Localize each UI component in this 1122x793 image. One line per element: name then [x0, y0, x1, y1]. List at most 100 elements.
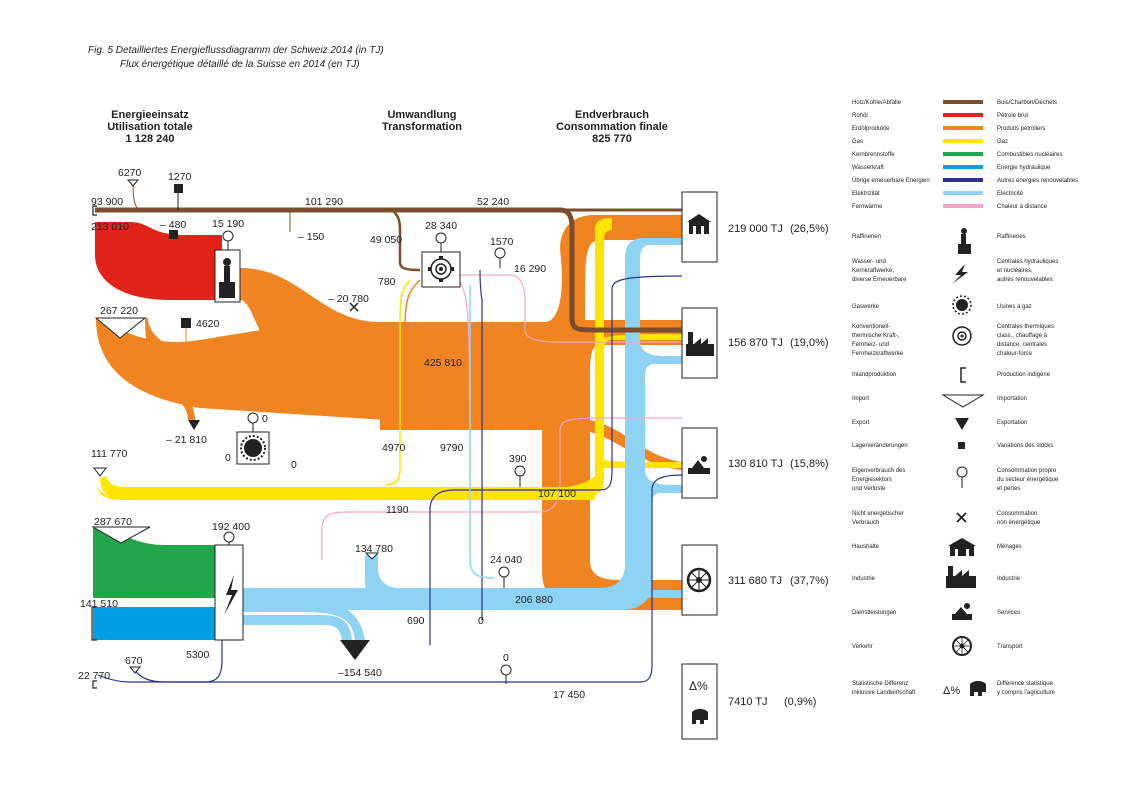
sector-label-0: 219 000 TJ (26,5%) — [728, 223, 829, 235]
sector-label-4: 7410 TJ (0,9%) — [728, 696, 816, 708]
flow-district-heat-2 — [321, 417, 682, 560]
legend-label-fr: Combustibles nucléaires — [997, 152, 1062, 158]
sector-value: 219 000 TJ — [728, 223, 783, 235]
flow-electricity-import — [365, 555, 400, 610]
thermal-plant-icon — [952, 326, 972, 346]
lightning-icon — [224, 575, 238, 615]
factory-icon — [686, 332, 714, 356]
flow-hydro — [93, 607, 215, 640]
header-transform-fr: Transformation — [382, 121, 462, 133]
import-icon — [364, 552, 380, 560]
flow-nuclear — [93, 528, 215, 598]
pin-icon — [514, 465, 526, 487]
symbol-legend-fr: Usines à gaz — [997, 304, 1032, 310]
symbol-legend-de: Dienstleistungen — [852, 610, 896, 616]
flow-label: 670 — [125, 655, 143, 667]
sector-share: (19,0%) — [790, 337, 829, 349]
flow-label: 267 220 — [100, 305, 138, 317]
flow-label: 213 010 — [91, 221, 129, 233]
legend-label-fr: Autres énergies renouvelables — [997, 178, 1078, 184]
stock-line — [164, 238, 174, 266]
flow-gas-trunk — [100, 476, 595, 500]
import-icon — [91, 526, 151, 544]
flow-label: 690 — [407, 615, 425, 627]
export-icon — [188, 420, 200, 430]
flow-label: 22 770 — [78, 670, 110, 682]
lightning-icon — [952, 264, 968, 284]
flow-label: 49 050 — [370, 234, 402, 246]
legend-label-de: Holz/Kohle/Abfälle — [852, 100, 902, 106]
square-icon — [174, 184, 183, 193]
delta-cow-icon — [692, 709, 708, 724]
pin-icon — [247, 412, 259, 432]
flow-label: 4620 — [196, 318, 220, 330]
delta-cow-icon — [970, 681, 986, 696]
symbol-legend-de: Lagerveränderungen — [852, 443, 908, 449]
sector-share: (0,9%) — [784, 696, 816, 708]
flow-label: – 150 — [298, 231, 324, 243]
nodes — [91, 179, 526, 689]
bracket-icon — [92, 680, 97, 689]
sector-boxes: Δ% 219 000 TJ (26,5%) 156 870 TJ (19,0%)… — [681, 191, 829, 740]
flow-label: 0 — [291, 459, 297, 471]
import-icon — [128, 666, 142, 674]
wheel-icon — [686, 567, 712, 593]
symbol-legend-fr: Raffineries — [997, 234, 1026, 240]
sector-value: 7410 TJ — [728, 696, 768, 708]
sector-label-2: 130 810 TJ (15,8%) — [728, 458, 829, 470]
flow-label: 17 450 — [553, 689, 585, 701]
flow-label: 4970 — [382, 442, 406, 454]
pin-icon — [494, 247, 506, 268]
flow-electricity-export-arm — [243, 615, 352, 640]
cross-icon — [349, 302, 359, 312]
flow-district-heat-3 — [460, 274, 682, 343]
flow-label: 0 — [262, 413, 268, 425]
flow-label: – 480 — [160, 219, 186, 231]
legend-swatch — [943, 204, 983, 208]
flow-label: 141 510 — [80, 598, 118, 610]
house-icon — [948, 538, 976, 556]
legend-swatch — [943, 152, 983, 156]
export-icon — [955, 418, 969, 430]
symbol-legend-de: Export — [852, 420, 870, 426]
figure-title-de: Fig. 5 Detailliertes Energieflussdiagram… — [88, 45, 384, 56]
factory-icon — [946, 566, 976, 588]
flow-thermal-elec-line — [469, 285, 496, 579]
sector-box-statistical — [681, 663, 718, 740]
delta-cow-icon: Δ% — [943, 685, 960, 697]
flow-label: 192 400 — [212, 521, 250, 533]
flow-label: 9790 — [440, 442, 464, 454]
gasworks-icon — [952, 295, 972, 315]
figure-title-fr: Flux énergétique détaillé de la Suisse e… — [120, 59, 360, 70]
cross-icon — [956, 512, 967, 523]
legend-label-de: Gas — [852, 139, 863, 145]
flow-label: 15 190 — [212, 218, 244, 230]
wheel-icon — [952, 636, 972, 656]
symbol-legend-de: Import — [852, 396, 869, 402]
legend-swatch — [943, 191, 983, 195]
symbol-legend-fr: Variations des stocks — [997, 443, 1053, 449]
thermal-plant-icon — [428, 256, 454, 282]
flow-wood-thermal — [391, 209, 421, 272]
square-icon — [958, 442, 965, 449]
house-icon — [687, 214, 711, 234]
gasworks-icon — [240, 435, 266, 461]
legend-swatch — [943, 178, 983, 182]
flow-thermal-gas-line — [384, 279, 411, 486]
import-icon — [93, 467, 107, 477]
symbol-legend-fr: Ménages — [997, 544, 1022, 550]
flow-label: 1570 — [490, 236, 514, 248]
square-icon — [169, 230, 178, 239]
header-final-fr: Consommation finale — [556, 121, 668, 133]
legend-label-de: Fernwärme — [852, 204, 883, 210]
